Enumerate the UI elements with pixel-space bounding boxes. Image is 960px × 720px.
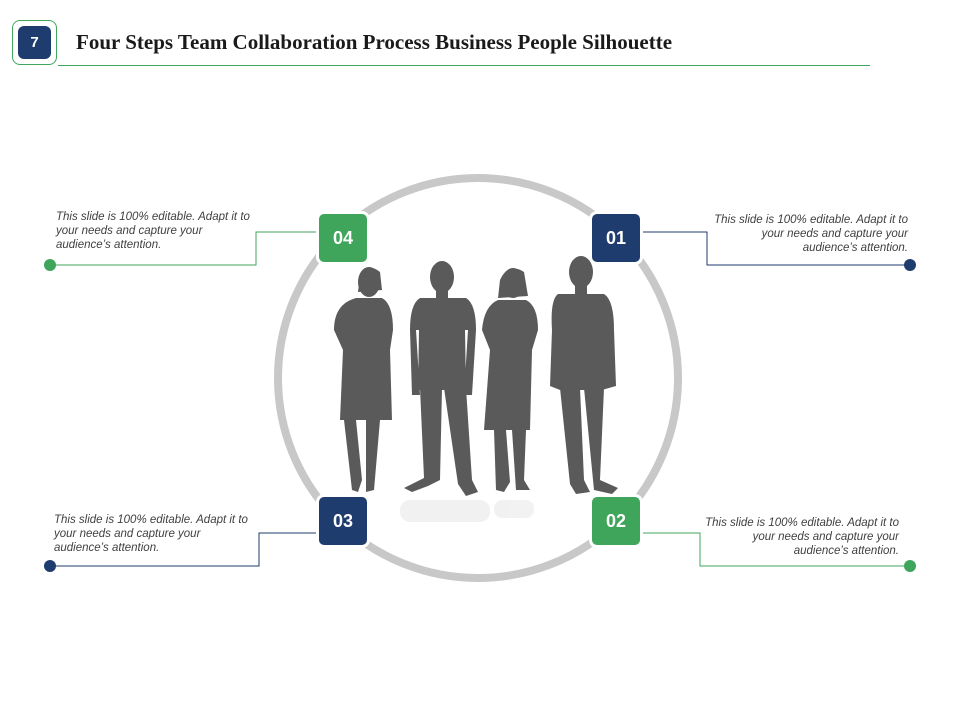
connector-02	[643, 532, 910, 567]
title-underline	[58, 65, 870, 66]
slide-number-badge: 7	[18, 26, 51, 59]
slide-title: Four Steps Team Collaboration Process Bu…	[76, 30, 673, 54]
connector-dot-02	[904, 560, 916, 572]
process-ring	[274, 174, 682, 582]
connector-01	[643, 231, 910, 266]
step-02-description: This slide is 100% editable. Adapt it to…	[705, 517, 899, 557]
step-04-description: This slide is 100% editable. Adapt it to…	[56, 211, 250, 251]
connector-dot-04	[44, 259, 56, 271]
step-02-box: 02	[589, 494, 643, 548]
connector-dot-01	[904, 259, 916, 271]
silhouette-woman-right	[482, 268, 538, 492]
step-03-description: This slide is 100% editable. Adapt it to…	[54, 514, 248, 554]
step-01-box: 01	[589, 211, 643, 265]
silhouette-man-right	[550, 256, 618, 494]
step-03-box: 03	[316, 494, 370, 548]
step-01-description: This slide is 100% editable. Adapt it to…	[714, 214, 908, 254]
business-people-silhouette	[334, 256, 618, 496]
step-04-box: 04	[316, 211, 370, 265]
connector-dot-03	[44, 560, 56, 572]
connector-04	[50, 231, 316, 266]
connector-03	[50, 532, 316, 567]
slide-number-frame	[12, 20, 57, 65]
silhouette-woman-left	[334, 267, 393, 492]
silhouette-reflection	[400, 500, 534, 522]
silhouette-man-left	[404, 261, 478, 496]
